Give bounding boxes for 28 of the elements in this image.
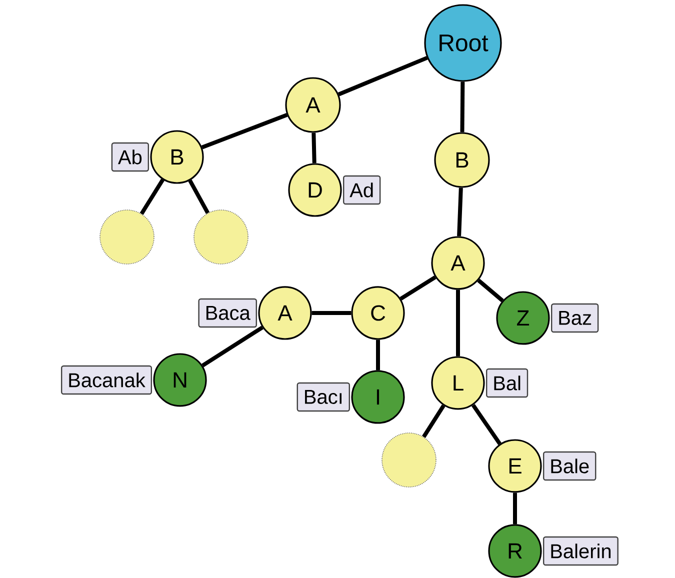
- tree-branch: [312, 132, 316, 164]
- word-tag: Bal: [486, 368, 528, 398]
- tree-branch: [188, 180, 210, 214]
- tree-branch: [460, 82, 465, 132]
- word-tag: Baca: [198, 298, 257, 328]
- tree-branch: [456, 290, 460, 356]
- tree-branch: [140, 178, 164, 215]
- word-tag: Baz: [551, 303, 599, 333]
- word-tag: Balerin: [543, 536, 618, 566]
- empty-circle: [100, 210, 154, 264]
- empty-circle: [382, 432, 436, 488]
- tree-branch: [422, 404, 446, 438]
- word-tag: Bacanak: [60, 365, 152, 395]
- word-tag: Ad: [343, 175, 381, 205]
- tree-branch: [201, 113, 288, 150]
- tree-branch: [202, 326, 264, 368]
- tree-branch: [376, 340, 380, 370]
- tree-branch: [472, 404, 502, 446]
- word-tag: Bacı: [296, 382, 350, 412]
- empty-circle: [194, 210, 248, 264]
- tree-branch: [477, 278, 504, 302]
- tree-branch: [312, 311, 352, 315]
- tree-branch: [513, 492, 517, 524]
- word-tag: Ab: [111, 142, 149, 172]
- tree-branch: [457, 188, 463, 236]
- word-tag: Bale: [543, 451, 596, 481]
- tree-branch: [400, 276, 436, 300]
- tree-branch: [338, 56, 428, 96]
